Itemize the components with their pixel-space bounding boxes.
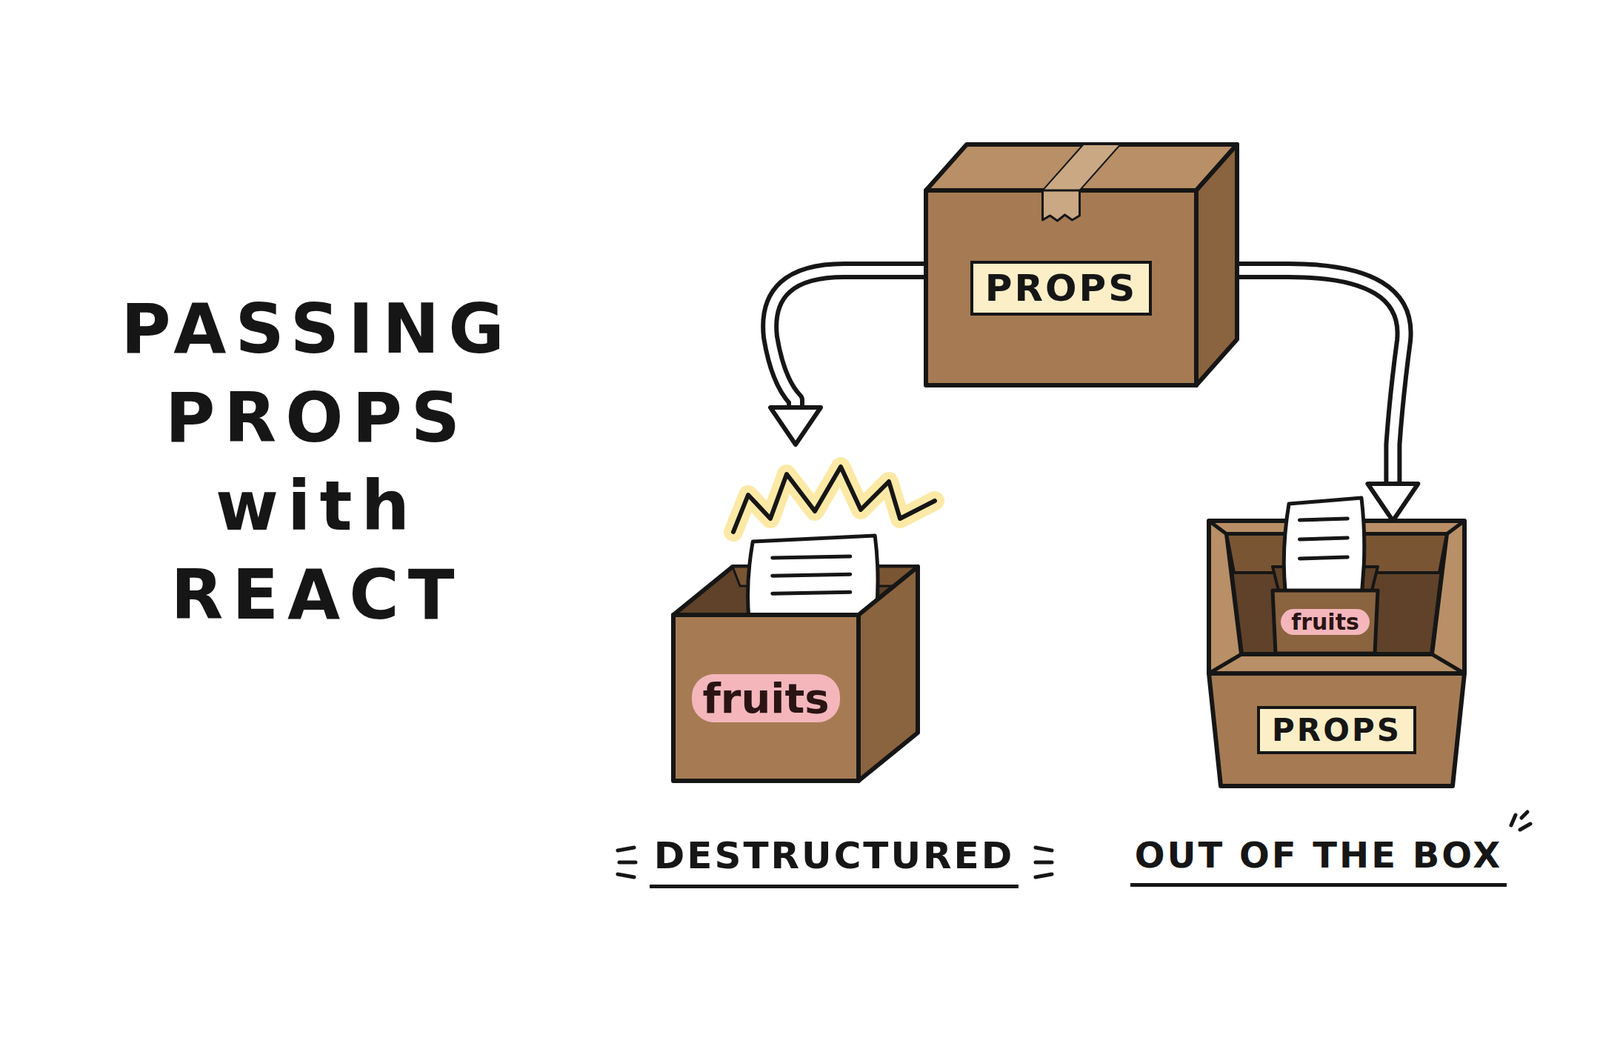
burst-glow	[733, 466, 935, 532]
box-label: PROPS	[970, 260, 1152, 316]
arrow-head	[770, 407, 821, 445]
box-node: PROPS	[925, 144, 1238, 386]
box-side	[1196, 144, 1238, 386]
dash-mark	[617, 874, 635, 878]
box-illustration	[673, 444, 918, 781]
sparkle-line	[1520, 823, 1531, 830]
box-front	[1272, 590, 1378, 654]
sparkle-line	[1521, 811, 1528, 818]
box-node: PROPS fruits	[1208, 520, 1465, 786]
curly-arrow	[1237, 270, 1418, 521]
arrow-head	[1367, 483, 1418, 521]
curly-arrow	[769, 270, 926, 445]
title: PASSING PROPS with REACT	[120, 285, 513, 640]
dash-mark	[617, 847, 635, 851]
caption-label: DESTRUCTURED	[649, 834, 1019, 889]
box-edge	[1446, 520, 1465, 535]
arrow-outline	[1237, 270, 1405, 486]
burst	[733, 466, 935, 532]
box-edge	[1208, 654, 1242, 674]
arrow-fill	[1237, 270, 1405, 486]
paper-line	[1299, 537, 1348, 540]
caption-label: OUT OF THE BOX	[1130, 834, 1508, 887]
paper-line	[772, 591, 851, 594]
sparkle	[1511, 811, 1531, 830]
paper-line	[772, 556, 851, 558]
box-edge	[1431, 654, 1465, 674]
box-front	[673, 614, 859, 781]
arrow-outline	[769, 270, 926, 409]
box-node: fruits	[673, 444, 918, 781]
box-front	[925, 190, 1197, 386]
box-edge	[1208, 520, 1227, 535]
paper-line	[1299, 518, 1348, 520]
box-node: fruits	[1272, 494, 1378, 654]
arrow-fill	[769, 270, 926, 409]
highlight-label: fruits	[1280, 608, 1370, 635]
paper-line	[1299, 557, 1348, 559]
sparkle-line	[1511, 814, 1516, 826]
paper-line	[772, 574, 851, 576]
dash-mark	[1035, 847, 1052, 851]
dash-mark	[619, 860, 636, 865]
dash-mark	[1035, 860, 1052, 865]
tape	[1042, 190, 1080, 221]
tape	[1042, 144, 1121, 191]
box-front	[1208, 673, 1465, 786]
box-label: PROPS	[1257, 705, 1417, 755]
box-top	[925, 144, 1238, 191]
highlight-label: fruits	[691, 674, 840, 723]
dash-mark	[1035, 874, 1052, 878]
box-side	[858, 566, 918, 781]
